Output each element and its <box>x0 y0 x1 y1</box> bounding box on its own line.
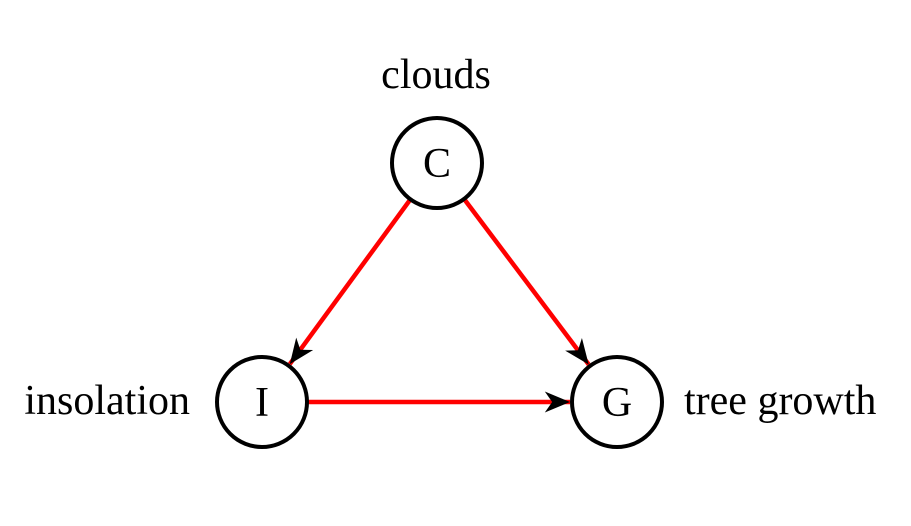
node-G-label: tree growth <box>684 378 876 424</box>
node-I-letter: I <box>255 380 269 426</box>
node-C-circle <box>390 116 484 210</box>
node-I-label: insolation <box>24 378 190 424</box>
node-C-label: clouds <box>381 52 491 98</box>
node-G-circle <box>570 355 664 449</box>
node-C-letter: C <box>423 141 451 187</box>
node-I-circle <box>215 355 309 449</box>
node-G-letter: G <box>602 380 632 426</box>
